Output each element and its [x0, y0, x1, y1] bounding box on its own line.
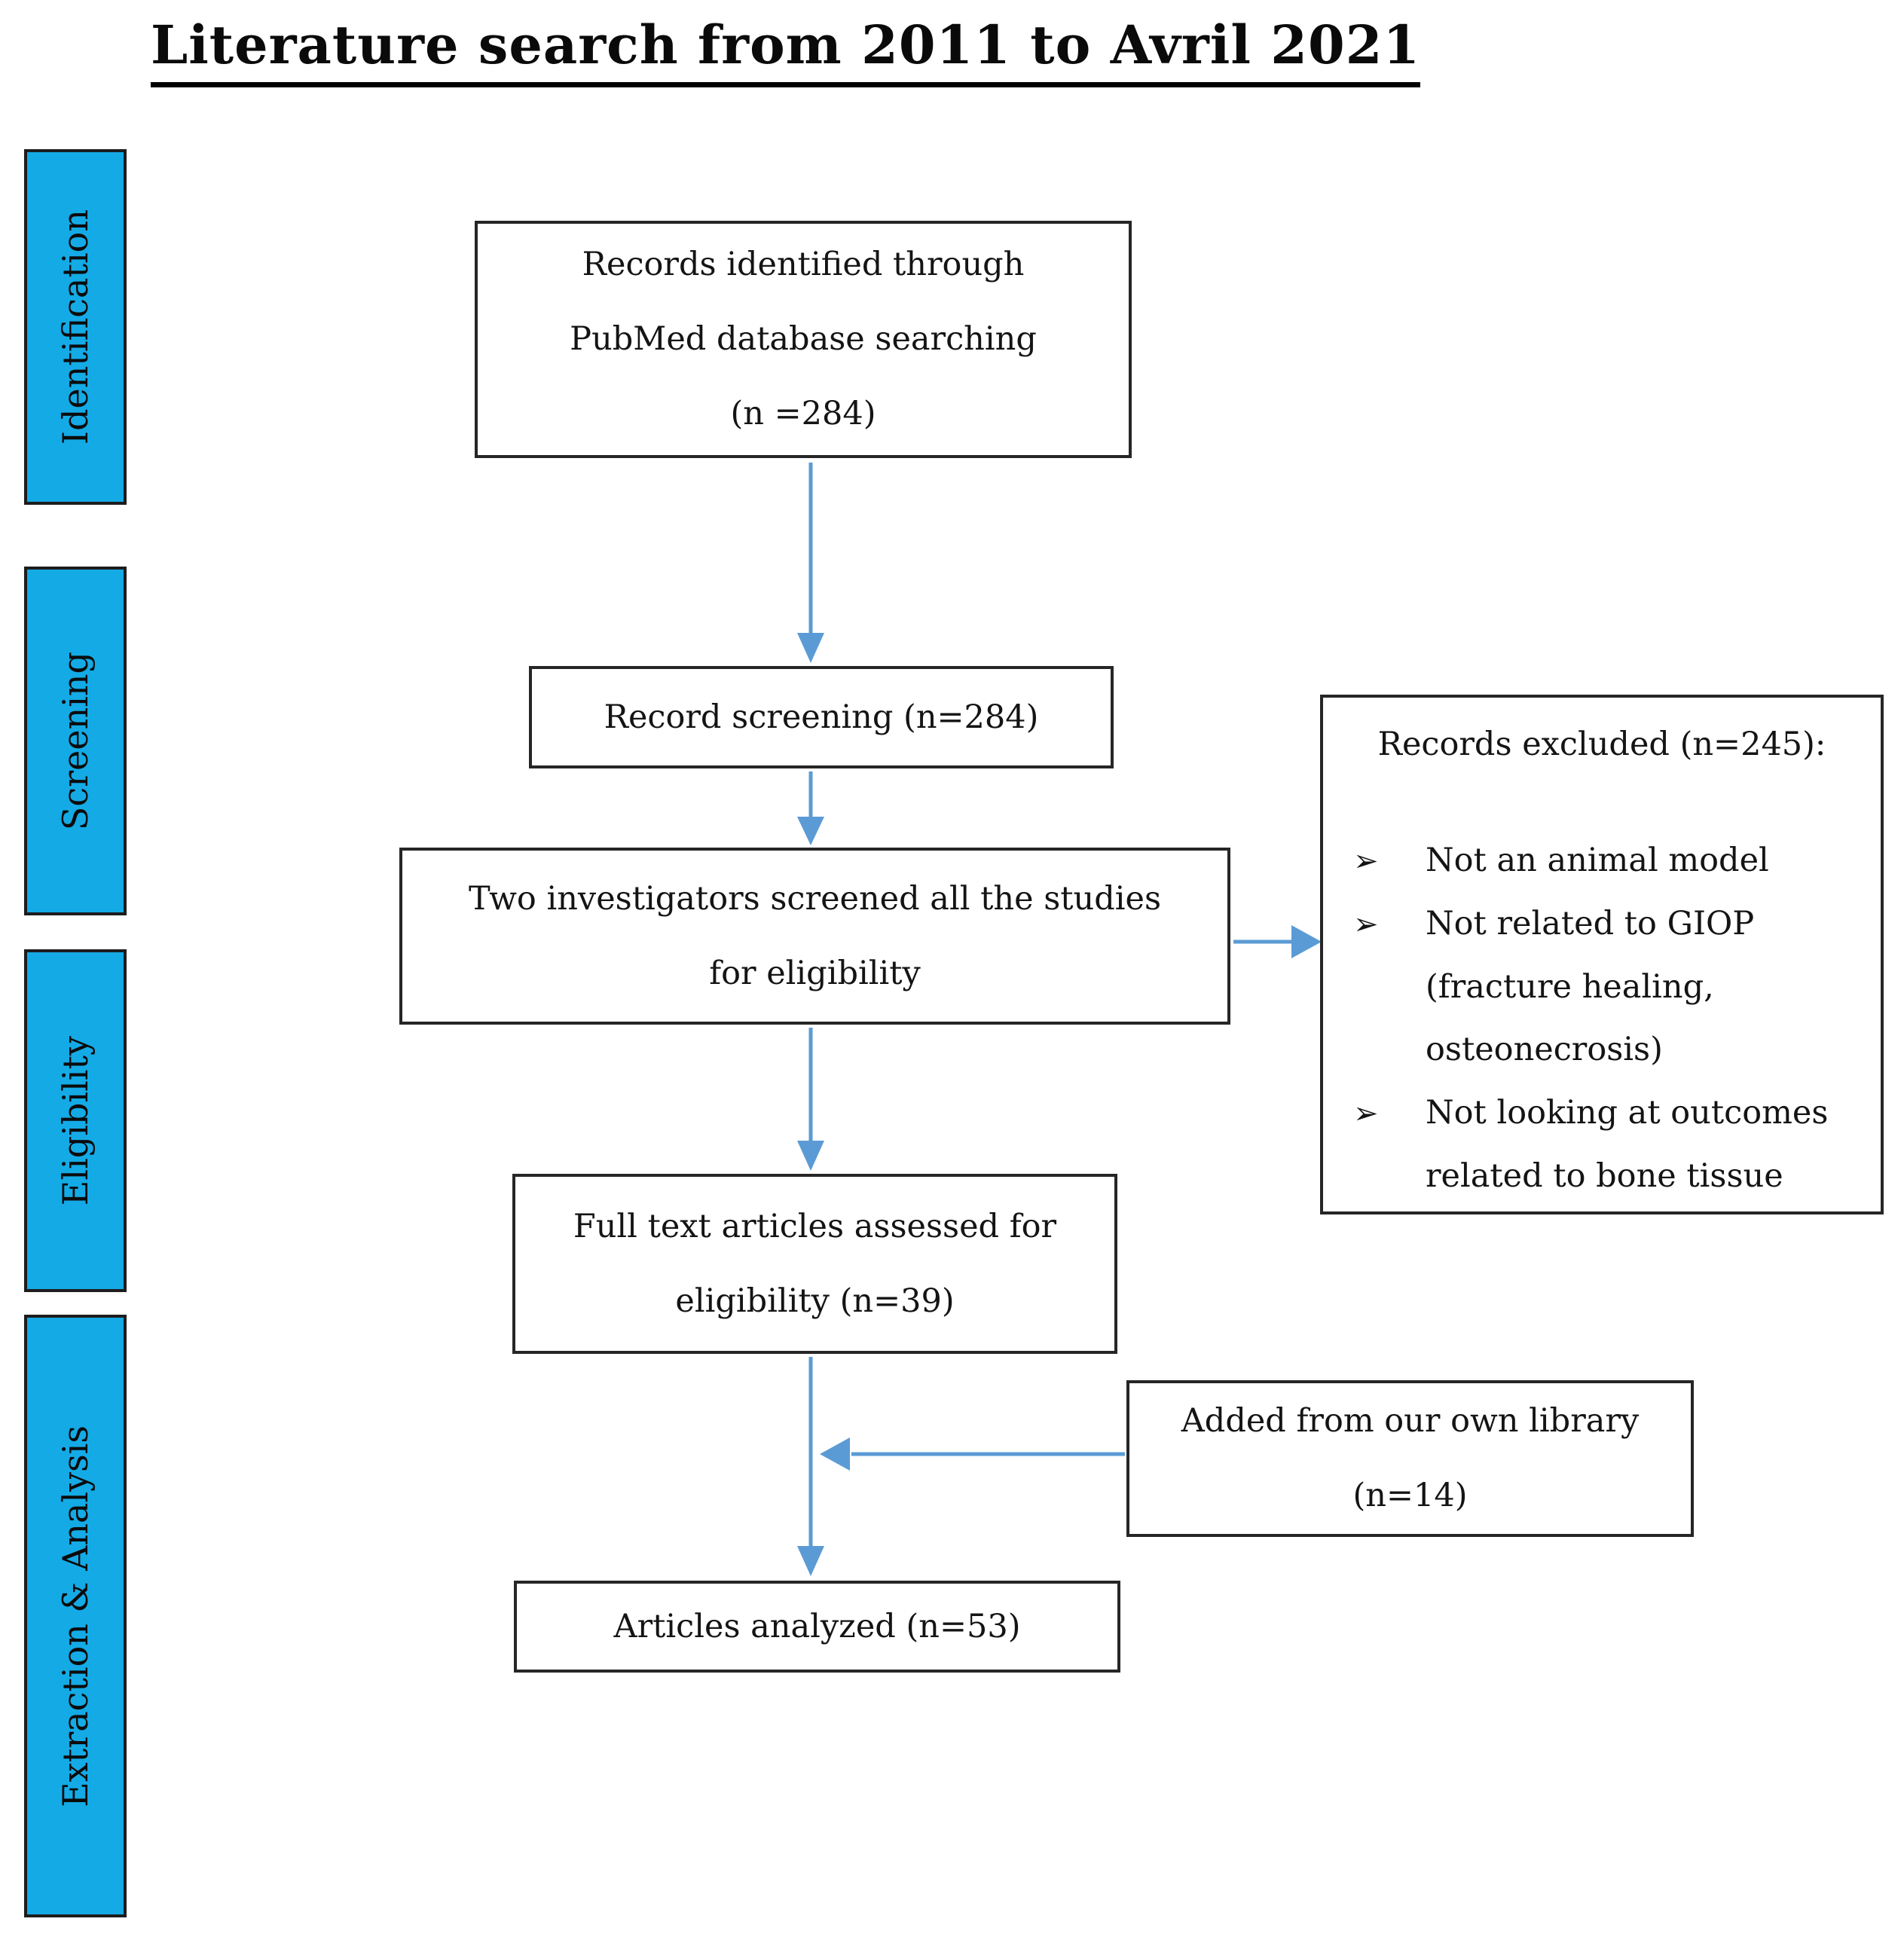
box-records-excluded: Records excluded (n=245): ➢ Not an anima…	[1320, 695, 1884, 1214]
box-record-screening: Record screening (n=284)	[529, 666, 1114, 768]
box-investigators-screened: Two investigators screened all the studi…	[399, 848, 1230, 1025]
arrowhead-bullet-icon: ➢	[1353, 906, 1379, 942]
box-added-from-library-count: (n=14)	[1352, 1477, 1468, 1514]
box-fulltext-assessed-line: Full text articles assessed for	[573, 1207, 1057, 1245]
box-fulltext-assessed-line: eligibility (n=39)	[675, 1282, 955, 1320]
excluded-reason-item: ➢ Not looking at outcomes related to bon…	[1341, 1082, 1863, 1208]
excluded-reason-text: Not related to GIOP (fracture healing, o…	[1426, 904, 1755, 1069]
box-articles-analyzed: Articles analyzed (n=53)	[514, 1581, 1120, 1673]
box-records-identified-count: (n =284)	[730, 394, 876, 432]
excluded-reason-text: Not an animal model	[1426, 841, 1769, 879]
box-articles-analyzed-line: Articles analyzed (n=53)	[613, 1607, 1021, 1645]
arrowhead-fulltext-to-analyzed	[797, 1546, 824, 1576]
box-investigators-screened-line: Two investigators screened all the studi…	[468, 879, 1162, 918]
arrowhead-bullet-icon: ➢	[1353, 1096, 1379, 1132]
box-records-excluded-title: Records excluded (n=245):	[1377, 726, 1826, 763]
arrowhead-screening-to-investigators	[797, 817, 824, 845]
excluded-reasons-list: ➢ Not an animal model ➢ Not related to G…	[1341, 829, 1863, 1208]
phase-extraction-analysis: Extraction & Analysis	[24, 1315, 127, 1917]
diagram-title: Literature search from 2011 to Avril 202…	[151, 14, 1421, 87]
box-record-screening-line: Record screening (n=284)	[604, 698, 1039, 736]
excluded-reason-item: ➢ Not related to GIOP (fracture healing,…	[1341, 893, 1863, 1083]
arrowhead-pubmed-to-screening	[797, 633, 824, 663]
box-added-from-library-line: Added from our own library	[1181, 1402, 1640, 1441]
box-investigators-screened-line: for eligibility	[709, 954, 921, 992]
phase-identification: Identification	[24, 149, 127, 505]
excluded-reason-text: Not looking at outcomes related to bone …	[1426, 1094, 1829, 1196]
arrowhead-investigators-to-fulltext	[797, 1141, 824, 1171]
excluded-reason-item: ➢ Not an animal model	[1341, 829, 1863, 893]
arrowhead-library-to-flow	[820, 1437, 850, 1471]
box-records-identified: Records identified through PubMed databa…	[475, 221, 1132, 458]
arrowhead-bullet-icon: ➢	[1353, 843, 1379, 878]
phase-screening: Screening	[24, 567, 127, 915]
box-records-identified-line: PubMed database searching	[570, 320, 1037, 359]
box-added-from-library: Added from our own library (n=14)	[1126, 1380, 1694, 1537]
arrowhead-investigators-to-excluded	[1291, 925, 1322, 958]
box-fulltext-assessed: Full text articles assessed for eligibil…	[512, 1174, 1117, 1354]
phase-eligibility: Eligibility	[24, 949, 127, 1292]
box-records-identified-line: Records identified through	[582, 246, 1025, 284]
